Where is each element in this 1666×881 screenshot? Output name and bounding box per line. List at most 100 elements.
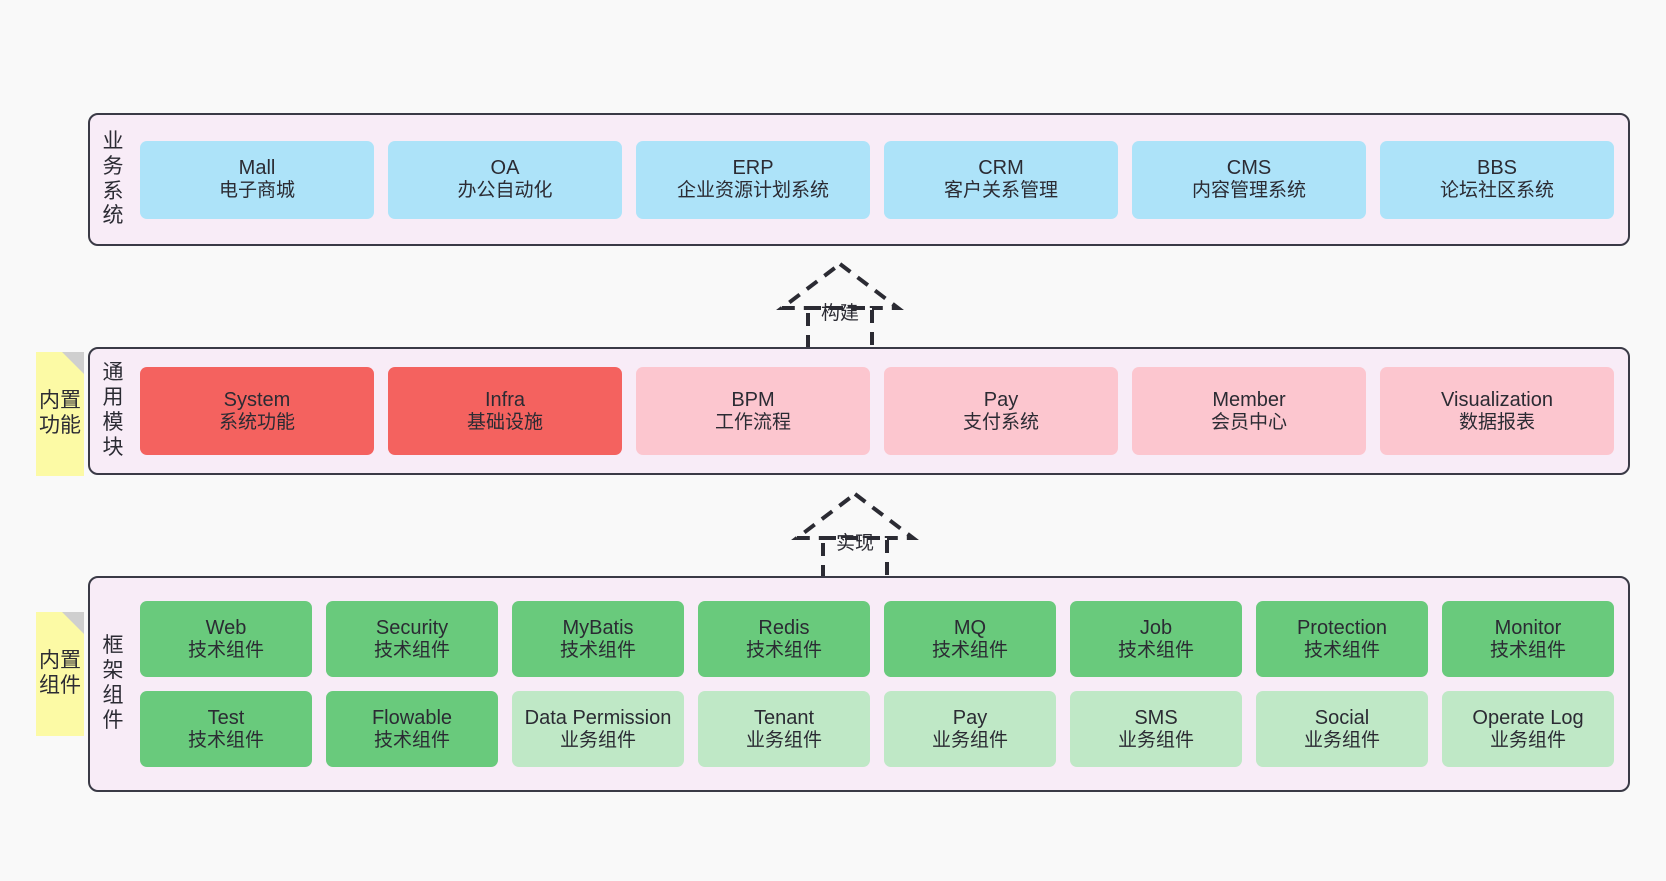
framework-row-business: Test 技术组件 Flowable 技术组件 Data Permission … xyxy=(140,691,1614,767)
card-title-en: Monitor xyxy=(1494,616,1562,639)
card-title-en: Social xyxy=(1314,706,1370,729)
connector-implement: 实现 xyxy=(775,488,935,584)
card-title-cn: 技术组件 xyxy=(559,639,636,661)
sticky-note-builtin-features: 内置功能 xyxy=(36,352,84,476)
card-security[interactable]: Security 技术组件 xyxy=(326,601,498,677)
layer-title-common-modules: 通用模块 xyxy=(102,361,124,459)
card-title-en: Operate Log xyxy=(1472,706,1584,729)
card-bbs[interactable]: BBS 论坛社区系统 xyxy=(1380,140,1614,219)
card-redis[interactable]: Redis 技术组件 xyxy=(698,601,870,677)
card-protection[interactable]: Protection 技术组件 xyxy=(1256,601,1428,677)
card-title-cn: 业务组件 xyxy=(1303,729,1380,751)
card-title-cn: 业务组件 xyxy=(559,729,636,751)
layer-body-business-systems: Mall 电子商城 OA 办公自动化 ERP 企业资源计划系统 CRM 客户关系… xyxy=(136,115,1628,244)
sticky-note-builtin-components: 内置组件 xyxy=(36,612,84,736)
connector-implement-label: 实现 xyxy=(835,533,875,554)
card-title-cn: 基础设施 xyxy=(466,411,543,433)
card-title-cn: 技术组件 xyxy=(931,639,1008,661)
card-job[interactable]: Job 技术组件 xyxy=(1070,601,1242,677)
card-title-cn: 支付系统 xyxy=(962,411,1039,433)
connector-build-label: 构建 xyxy=(820,303,860,324)
card-test[interactable]: Test 技术组件 xyxy=(140,691,312,767)
card-title-en: CMS xyxy=(1226,157,1272,180)
arrowhead-triangle-icon xyxy=(791,491,919,540)
card-title-en: Pay xyxy=(983,388,1019,411)
framework-row-tech: Web 技术组件 Security 技术组件 MyBatis 技术组件 Redi… xyxy=(140,601,1614,677)
folded-corner-icon xyxy=(62,612,84,634)
card-title-cn: 业务组件 xyxy=(1489,729,1566,751)
card-title-en: Job xyxy=(1139,616,1173,639)
card-title-cn: 业务组件 xyxy=(1117,729,1194,751)
card-title-en: Mall xyxy=(238,157,276,180)
layer-common-modules: 通用模块 System 系统功能 Infra 基础设施 BPM 工作流程 Pay… xyxy=(88,347,1630,475)
card-title-cn: 会员中心 xyxy=(1210,411,1287,433)
card-title-en: MyBatis xyxy=(562,616,634,639)
card-title-en: Visualization xyxy=(1441,388,1553,411)
card-title-cn: 办公自动化 xyxy=(457,180,553,202)
card-title-cn: 技术组件 xyxy=(1303,639,1380,661)
card-title-en: Infra xyxy=(484,388,526,411)
card-title-cn: 技术组件 xyxy=(187,729,264,751)
card-title-en: ERP xyxy=(732,157,774,180)
card-title-en: SMS xyxy=(1134,706,1178,729)
card-title-cn: 电子商城 xyxy=(218,180,295,202)
card-mybatis[interactable]: MyBatis 技术组件 xyxy=(512,601,684,677)
card-title-cn: 技术组件 xyxy=(187,639,264,661)
card-title-en: CRM xyxy=(978,157,1024,180)
card-title-cn: 内容管理系统 xyxy=(1191,180,1306,202)
card-title-cn: 论坛社区系统 xyxy=(1439,180,1554,202)
card-title-en: Test xyxy=(207,706,245,729)
card-web[interactable]: Web 技术组件 xyxy=(140,601,312,677)
card-monitor[interactable]: Monitor 技术组件 xyxy=(1442,601,1614,677)
card-member[interactable]: Member 会员中心 xyxy=(1132,367,1366,455)
card-mall[interactable]: Mall 电子商城 xyxy=(140,140,374,219)
card-operate-log[interactable]: Operate Log 业务组件 xyxy=(1442,691,1614,767)
card-title-cn: 技术组件 xyxy=(1117,639,1194,661)
layer-body-framework-components: Web 技术组件 Security 技术组件 MyBatis 技术组件 Redi… xyxy=(136,578,1628,790)
card-sms[interactable]: SMS 业务组件 xyxy=(1070,691,1242,767)
layer-business-systems: 业务系统 Mall 电子商城 OA 办公自动化 ERP 企业资源计划系统 CRM… xyxy=(88,113,1630,246)
card-bpm[interactable]: BPM 工作流程 xyxy=(636,367,870,455)
card-title-cn: 业务组件 xyxy=(745,729,822,751)
card-title-en: Flowable xyxy=(371,706,453,729)
sticky-note-label: 内置功能 xyxy=(39,389,81,437)
card-title-en: BPM xyxy=(731,388,775,411)
card-title-en: Member xyxy=(1212,388,1286,411)
card-title-en: BBS xyxy=(1476,157,1518,180)
card-title-cn: 工作流程 xyxy=(714,411,791,433)
card-cms[interactable]: CMS 内容管理系统 xyxy=(1132,140,1366,219)
card-title-en: System xyxy=(223,388,291,411)
card-title-en: Security xyxy=(375,616,449,639)
card-title-en: Tenant xyxy=(753,706,815,729)
folded-corner-icon xyxy=(62,352,84,374)
card-visualization[interactable]: Visualization 数据报表 xyxy=(1380,367,1614,455)
card-title-en: MQ xyxy=(953,616,987,639)
card-social[interactable]: Social 业务组件 xyxy=(1256,691,1428,767)
card-data-permission[interactable]: Data Permission 业务组件 xyxy=(512,691,684,767)
card-title-cn: 技术组件 xyxy=(745,639,822,661)
card-tenant[interactable]: Tenant 业务组件 xyxy=(698,691,870,767)
card-title-cn: 技术组件 xyxy=(373,639,450,661)
card-title-cn: 数据报表 xyxy=(1458,411,1535,433)
card-title-en: Web xyxy=(205,616,247,639)
card-erp[interactable]: ERP 企业资源计划系统 xyxy=(636,140,870,219)
card-title-en: OA xyxy=(490,157,520,180)
card-title-cn: 业务组件 xyxy=(931,729,1008,751)
card-flowable[interactable]: Flowable 技术组件 xyxy=(326,691,498,767)
card-crm[interactable]: CRM 客户关系管理 xyxy=(884,140,1118,219)
connector-build: 构建 xyxy=(760,258,920,354)
card-title-en: Protection xyxy=(1296,616,1388,639)
card-system[interactable]: System 系统功能 xyxy=(140,367,374,455)
card-pay-component[interactable]: Pay 业务组件 xyxy=(884,691,1056,767)
layer-framework-components: 框架组件 Web 技术组件 Security 技术组件 MyBatis 技术组件… xyxy=(88,576,1630,792)
layer-title-framework-components: 框架组件 xyxy=(102,634,124,732)
card-title-cn: 技术组件 xyxy=(373,729,450,751)
arrowhead-triangle-icon xyxy=(776,261,904,310)
card-pay-module[interactable]: Pay 支付系统 xyxy=(884,367,1118,455)
card-title-cn: 客户关系管理 xyxy=(943,180,1058,202)
card-oa[interactable]: OA 办公自动化 xyxy=(388,140,622,219)
card-mq[interactable]: MQ 技术组件 xyxy=(884,601,1056,677)
card-infra[interactable]: Infra 基础设施 xyxy=(388,367,622,455)
layer-title-business-systems: 业务系统 xyxy=(102,129,124,228)
